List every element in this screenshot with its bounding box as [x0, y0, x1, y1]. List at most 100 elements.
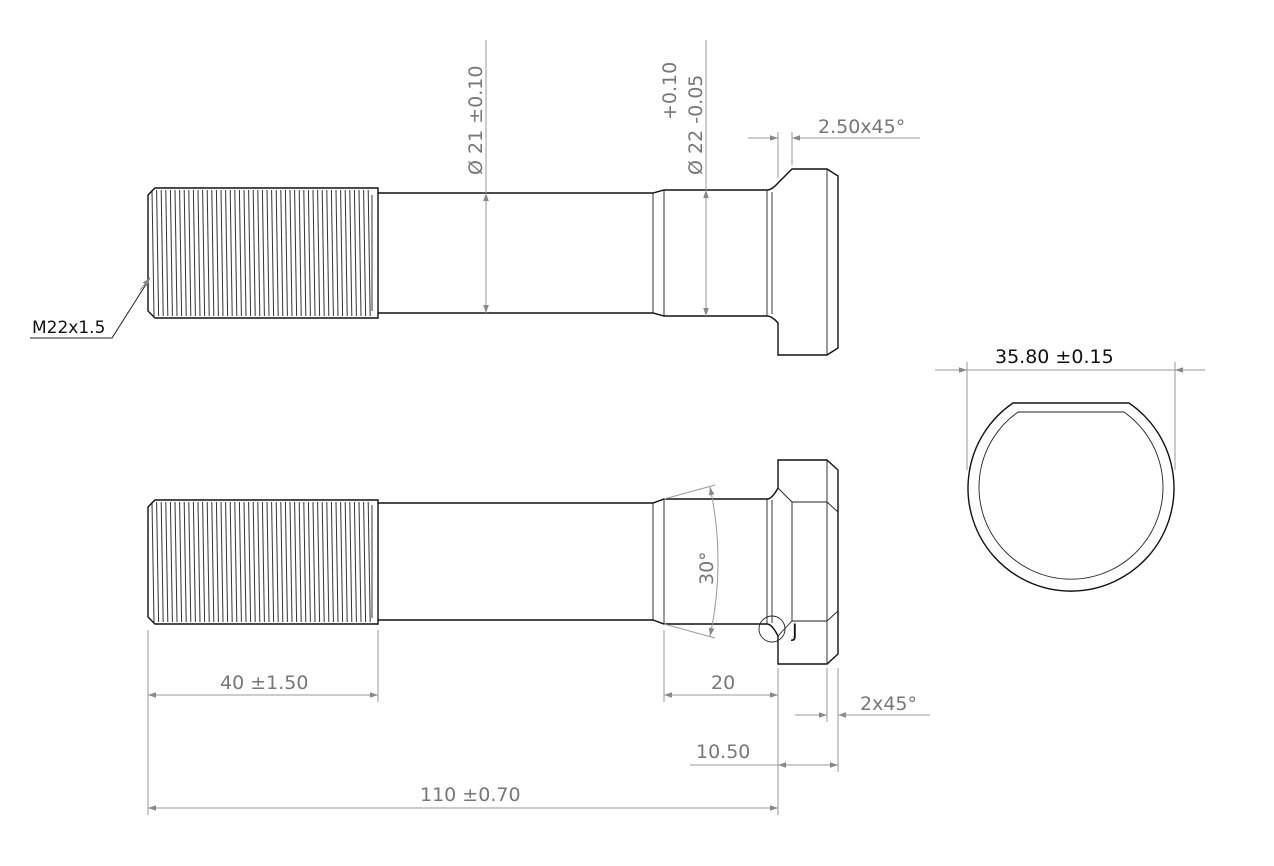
- thread-line: [165, 501, 169, 623]
- thread-line: [211, 501, 215, 623]
- thread-line: [243, 189, 247, 317]
- thread-length-dimension: 40 ±1.50: [220, 672, 308, 694]
- thread-line: [197, 501, 201, 623]
- thread-line: [353, 189, 357, 317]
- top-view-dimensions: Ø 21 ±0.10 +0.10 Ø 22 -0.05 2.50x45° M22…: [30, 40, 920, 339]
- thread-line: [160, 189, 164, 317]
- thread-line: [183, 501, 187, 623]
- thread-line: [312, 189, 316, 317]
- thread-line: [294, 501, 298, 623]
- thread-line: [344, 501, 348, 623]
- thread-line: [275, 189, 279, 317]
- thread-line: [280, 501, 284, 623]
- flat-width-dimension: 35.80 ±0.15: [995, 346, 1114, 368]
- end-chamfer-dimension: 2x45°: [860, 693, 917, 715]
- thread-line: [261, 501, 265, 623]
- thread-line: [298, 501, 302, 623]
- thread-line: [206, 501, 210, 623]
- thread-line: [307, 189, 311, 317]
- thread-line: [312, 501, 316, 623]
- thread-line: [367, 189, 371, 317]
- thread-line: [363, 501, 367, 623]
- thread-line: [156, 189, 160, 317]
- thread-line: [234, 501, 238, 623]
- thread-line: [225, 189, 229, 317]
- thread-line: [330, 501, 334, 623]
- thread-line: [188, 501, 192, 623]
- thread-line: [340, 501, 344, 623]
- head-chamfer-dimension: 2.50x45°: [818, 116, 905, 138]
- thread-line: [317, 189, 321, 317]
- thread-line: [358, 501, 362, 623]
- thread-line: [363, 189, 367, 317]
- thread-line: [303, 189, 307, 317]
- thread-line: [326, 189, 330, 317]
- thread-line: [165, 189, 169, 317]
- detail-circle-j: [758, 615, 786, 643]
- thread-line: [179, 189, 183, 317]
- thread-line: [275, 501, 279, 623]
- thread-line: [271, 189, 275, 317]
- thread-line: [220, 189, 224, 317]
- thread-line: [215, 189, 219, 317]
- thread-line: [367, 501, 371, 623]
- bolt-bottom-view: J 30°: [147, 459, 839, 665]
- thread-line: [156, 501, 160, 623]
- thread-line: [307, 501, 311, 623]
- thread-line: [238, 189, 242, 317]
- thread-line: [238, 501, 242, 623]
- thread-line: [303, 501, 307, 623]
- thread-line: [340, 189, 344, 317]
- thread-line: [284, 501, 288, 623]
- collar-tolerance-upper: +0.10: [659, 62, 681, 120]
- thread-line: [321, 189, 325, 317]
- thread-line: [326, 501, 330, 623]
- thread-line: [202, 189, 206, 317]
- collar-length-dimension: 20: [711, 672, 735, 694]
- angle-30-label: 30°: [696, 551, 718, 585]
- thread-line: [169, 501, 173, 623]
- thread-line: [349, 189, 353, 317]
- thread-line: [174, 189, 178, 317]
- thread-lines-top: [151, 189, 371, 317]
- thread-line: [183, 189, 187, 317]
- bolt-top-view: [147, 168, 839, 356]
- thread-spec-label: M22x1.5: [32, 318, 105, 338]
- thread-line: [335, 501, 339, 623]
- thread-line: [192, 189, 196, 317]
- thread-line: [317, 501, 321, 623]
- thread-line: [257, 501, 261, 623]
- thread-lines-bottom: [151, 501, 371, 623]
- thread-line: [248, 189, 252, 317]
- bolt-end-view: 35.80 ±0.15: [935, 346, 1205, 592]
- collar-diameter-dimension: Ø 22 -0.05: [685, 75, 707, 175]
- thread-line: [225, 501, 229, 623]
- detail-label-j: J: [791, 620, 798, 642]
- thread-line: [266, 189, 270, 317]
- thread-line: [289, 501, 293, 623]
- thread-line: [353, 501, 357, 623]
- thread-line: [215, 501, 219, 623]
- thread-line: [252, 501, 256, 623]
- thread-line: [321, 501, 325, 623]
- thread-line: [151, 189, 155, 317]
- thread-line: [229, 189, 233, 317]
- thread-line: [192, 501, 196, 623]
- thread-line: [266, 501, 270, 623]
- thread-line: [202, 501, 206, 623]
- length-dimensions: 40 ±1.50 20 2x45° 10.50 110 ±0.70: [147, 630, 930, 815]
- thread-line: [280, 189, 284, 317]
- thread-line: [160, 501, 164, 623]
- thread-line: [294, 189, 298, 317]
- thread-line: [298, 189, 302, 317]
- thread-line: [211, 189, 215, 317]
- thread-line: [229, 501, 233, 623]
- thread-line: [289, 189, 293, 317]
- thread-line: [335, 189, 339, 317]
- thread-line: [330, 189, 334, 317]
- head-length-dimension: 10.50: [696, 741, 750, 763]
- thread-line: [358, 189, 362, 317]
- thread-line: [179, 501, 183, 623]
- thread-line: [257, 189, 261, 317]
